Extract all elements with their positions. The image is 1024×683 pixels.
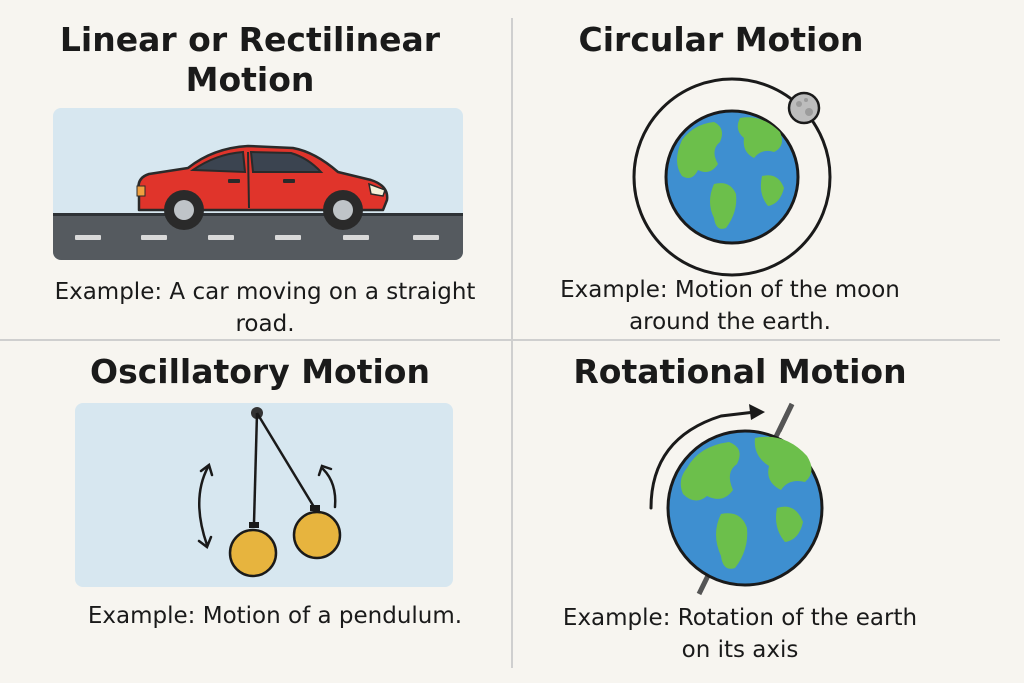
circular-motion-title: Circular Motion bbox=[578, 20, 864, 59]
linear-caption-line2: road. bbox=[235, 311, 295, 337]
pendulum-string-right bbox=[255, 412, 316, 508]
horizontal-divider bbox=[0, 339, 1000, 341]
rotation-arrowhead bbox=[749, 404, 765, 420]
rotational-motion-title: Rotational Motion bbox=[573, 352, 907, 391]
pendulum-bob-left bbox=[228, 528, 278, 578]
road-edge bbox=[53, 213, 463, 216]
linear-motion-caption: Example: A car moving on a straight road… bbox=[30, 276, 500, 340]
moon-icon bbox=[787, 91, 821, 125]
pendulum-string-left bbox=[252, 412, 259, 524]
rotating-earth-illustration bbox=[649, 402, 824, 596]
rotation-arrow-icon bbox=[649, 410, 757, 510]
circular-motion-caption: Example: Motion of the moon around the e… bbox=[530, 274, 930, 338]
swing-arrow-right-icon bbox=[317, 464, 337, 509]
rotational-motion-caption: Example: Rotation of the earth on its ax… bbox=[540, 602, 940, 666]
car-icon bbox=[136, 144, 389, 230]
rotational-caption-line1: Example: Rotation of the earth bbox=[562, 605, 918, 631]
circular-caption-line2: around the earth. bbox=[629, 309, 831, 335]
orbit-path bbox=[632, 77, 832, 277]
car-road-illustration bbox=[53, 144, 463, 260]
linear-caption-line1: Example: A car moving on a straight bbox=[54, 279, 476, 305]
vertical-divider bbox=[511, 18, 513, 668]
pendulum-illustration bbox=[197, 407, 342, 578]
linear-motion-title: Linear or Rectilinear Motion bbox=[40, 20, 460, 100]
swing-arrow-left-icon bbox=[197, 462, 214, 549]
rotational-caption-line2: on its axis bbox=[681, 637, 799, 663]
road bbox=[53, 214, 463, 260]
linear-title-line1: Linear or Rectilinear bbox=[59, 20, 441, 59]
linear-title-line2: Motion bbox=[185, 60, 315, 99]
earth-icon bbox=[664, 109, 800, 245]
earth-moon-orbit-illustration bbox=[632, 77, 832, 277]
circular-caption-line1: Example: Motion of the moon bbox=[560, 277, 900, 303]
oscillatory-motion-title: Oscillatory Motion bbox=[90, 352, 430, 391]
oscillatory-illustration-panel bbox=[75, 403, 453, 587]
linear-illustration-panel bbox=[53, 108, 463, 260]
earth-icon bbox=[666, 429, 824, 587]
pendulum-bob-right bbox=[292, 510, 342, 560]
road-markings bbox=[75, 235, 439, 240]
oscillatory-motion-caption: Example: Motion of a pendulum. bbox=[87, 603, 463, 629]
